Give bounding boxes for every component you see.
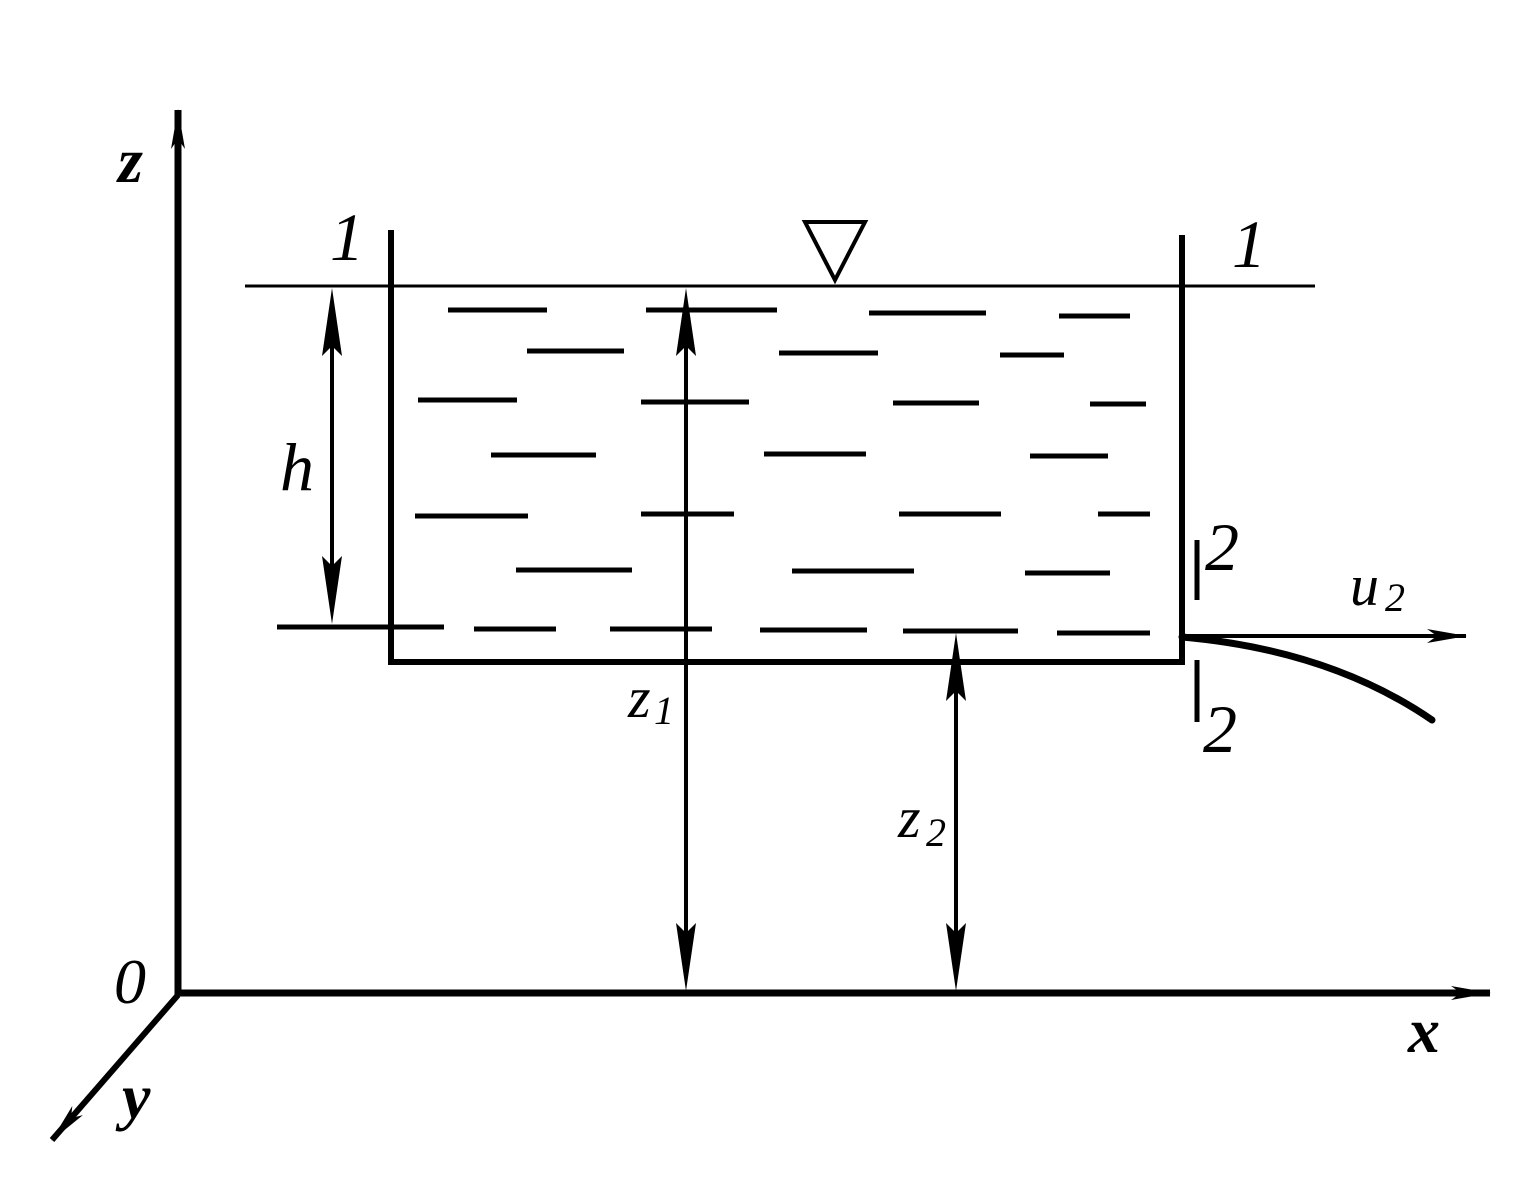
y-axis-line xyxy=(49,993,181,1142)
h-label: h xyxy=(280,429,314,505)
z1-arrow-top xyxy=(676,288,696,356)
water-level-symbol xyxy=(801,220,869,285)
z1-label-subscript: 1 xyxy=(654,688,674,733)
x-axis-label: x xyxy=(1407,995,1440,1066)
datum-dashed-line xyxy=(277,624,1150,636)
section1-left-label: 1 xyxy=(330,199,364,275)
section2-bottom-label: 2 xyxy=(1203,691,1237,767)
z2-arrow-bottom xyxy=(946,923,966,991)
u2-label-main: u xyxy=(1350,553,1379,618)
u2-label-subscript: 2 xyxy=(1385,575,1405,620)
jet-trajectory xyxy=(1178,633,1436,724)
y-axis-label: y xyxy=(115,1061,151,1132)
h-arrow-bottom xyxy=(322,556,342,624)
z2-label-subscript: 2 xyxy=(926,810,946,855)
h-arrow-top xyxy=(322,288,342,356)
tank-outline xyxy=(388,230,1185,665)
section2-top-label: 2 xyxy=(1205,509,1239,585)
section1-right-label: 1 xyxy=(1232,206,1266,282)
z2-label: z 2 xyxy=(897,785,946,855)
z1-label-main: z xyxy=(627,665,651,730)
z1-label: z 1 xyxy=(627,665,674,733)
z-axis-label: z xyxy=(116,125,143,196)
origin-label: 0 xyxy=(114,946,146,1017)
z2-arrow-top xyxy=(946,633,966,701)
water-hatching xyxy=(415,307,1150,576)
u2-label: u 2 xyxy=(1350,553,1405,620)
z1-arrow-bottom xyxy=(676,923,696,991)
z2-label-main: z xyxy=(897,785,921,850)
